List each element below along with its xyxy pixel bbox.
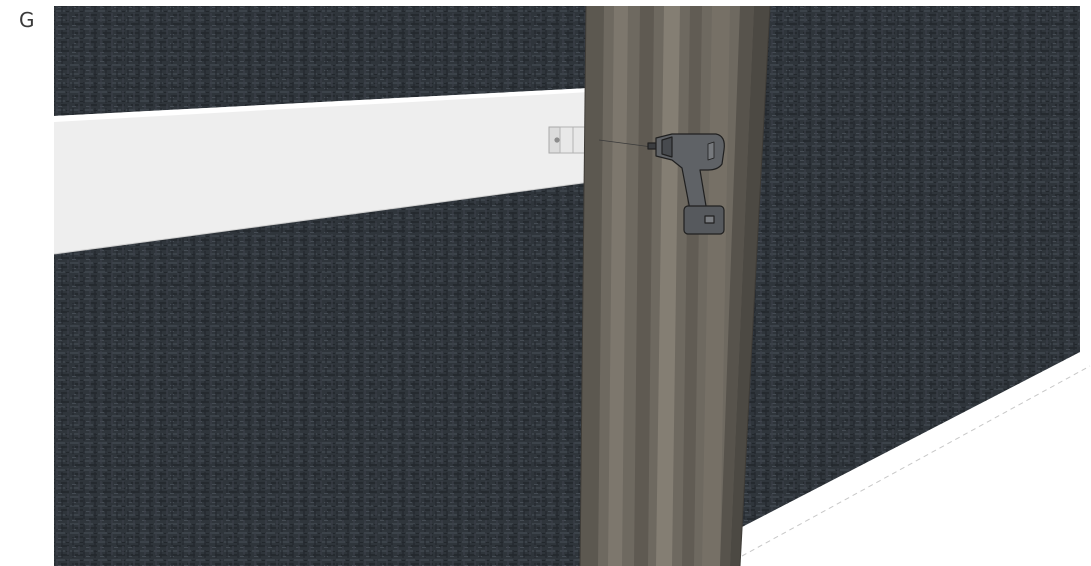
- left-wall-panel: [54, 6, 594, 566]
- right-wall-panel: [740, 6, 1080, 528]
- vertical-post: [580, 6, 770, 566]
